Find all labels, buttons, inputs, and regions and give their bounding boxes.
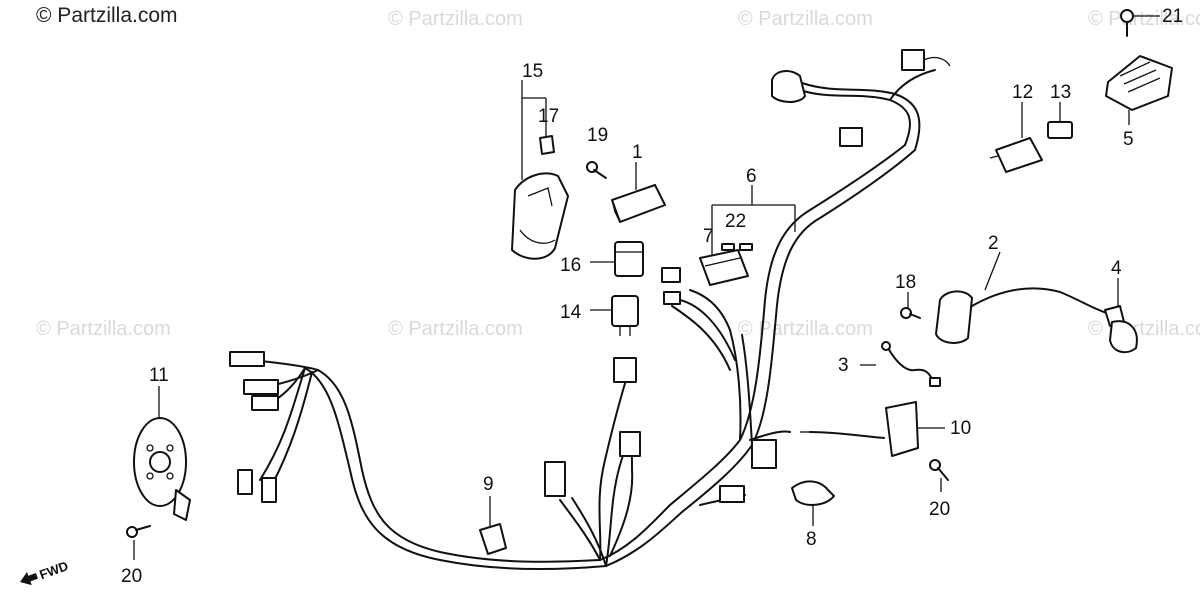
callout-18: 18 (895, 272, 916, 293)
callout-22: 22 (725, 211, 746, 232)
callout-13: 13 (1050, 82, 1071, 103)
part-20-screw-left (126, 525, 151, 538)
callout-20-right: 20 (929, 499, 950, 520)
callout-10: 10 (950, 418, 971, 439)
part-3-lead-wire (881, 341, 941, 387)
part-4-plug-cap (1104, 305, 1138, 354)
watermark-main: © Partzilla.com (36, 4, 178, 27)
callout-4: 4 (1111, 258, 1122, 279)
part-17-clip (539, 135, 555, 155)
part-2-ignition-coil (935, 287, 1111, 344)
callout-9: 9 (483, 474, 494, 495)
watermark: © Partzilla.com (36, 318, 171, 340)
watermark: © Partzilla.com (1088, 8, 1200, 30)
part-16-relay (614, 241, 644, 277)
callout-1: 1 (632, 142, 643, 163)
callout-17: 17 (538, 106, 559, 127)
ignition-coil-cap (771, 70, 806, 103)
part-6-fuse-box (661, 243, 753, 371)
fwd-arrow: FWD (20, 558, 70, 586)
harness-connector-cluster (229, 49, 951, 503)
callout-numbers: 21 5 12 13 15 17 19 1 6 22 7 16 14 2 4 1… (121, 6, 1183, 587)
part-18-screw (900, 307, 921, 319)
callout-12: 12 (1012, 82, 1033, 103)
callout-7: 7 (703, 226, 714, 247)
part-15-switch-housing (511, 172, 569, 260)
callout-21: 21 (1162, 6, 1183, 27)
part-10-sensor (800, 401, 919, 457)
callout-20-left: 20 (121, 566, 142, 587)
callout-2: 2 (988, 233, 999, 254)
watermark: © Partzilla.com (388, 8, 523, 30)
callout-5: 5 (1123, 129, 1134, 150)
part-11-horn (133, 417, 191, 521)
watermark: © Partzilla.com (738, 318, 873, 340)
watermark: © Partzilla.com (388, 318, 523, 340)
part-13-unit (1047, 121, 1073, 139)
callout-19: 19 (587, 125, 608, 146)
callout-15: 15 (522, 61, 543, 82)
part-12-unit (989, 137, 1043, 173)
part-19-screw (586, 161, 607, 179)
part-8-clamp (791, 480, 835, 506)
part-20-screw-right (929, 459, 949, 481)
part-5-regulator (1105, 55, 1173, 111)
part-14-relay (611, 295, 639, 336)
callout-leaders (133, 15, 1160, 560)
part-21-screw (1120, 9, 1134, 37)
part-1-unit (611, 184, 666, 223)
watermark: © Partzilla.com (738, 8, 873, 30)
callout-3: 3 (838, 355, 849, 376)
callout-16: 16 (560, 255, 581, 276)
fwd-label: FWD (37, 558, 70, 582)
callout-8: 8 (806, 529, 817, 550)
part-9-clip (479, 523, 507, 555)
callout-11: 11 (149, 365, 169, 386)
callout-14: 14 (560, 302, 582, 323)
callout-6: 6 (746, 166, 757, 187)
